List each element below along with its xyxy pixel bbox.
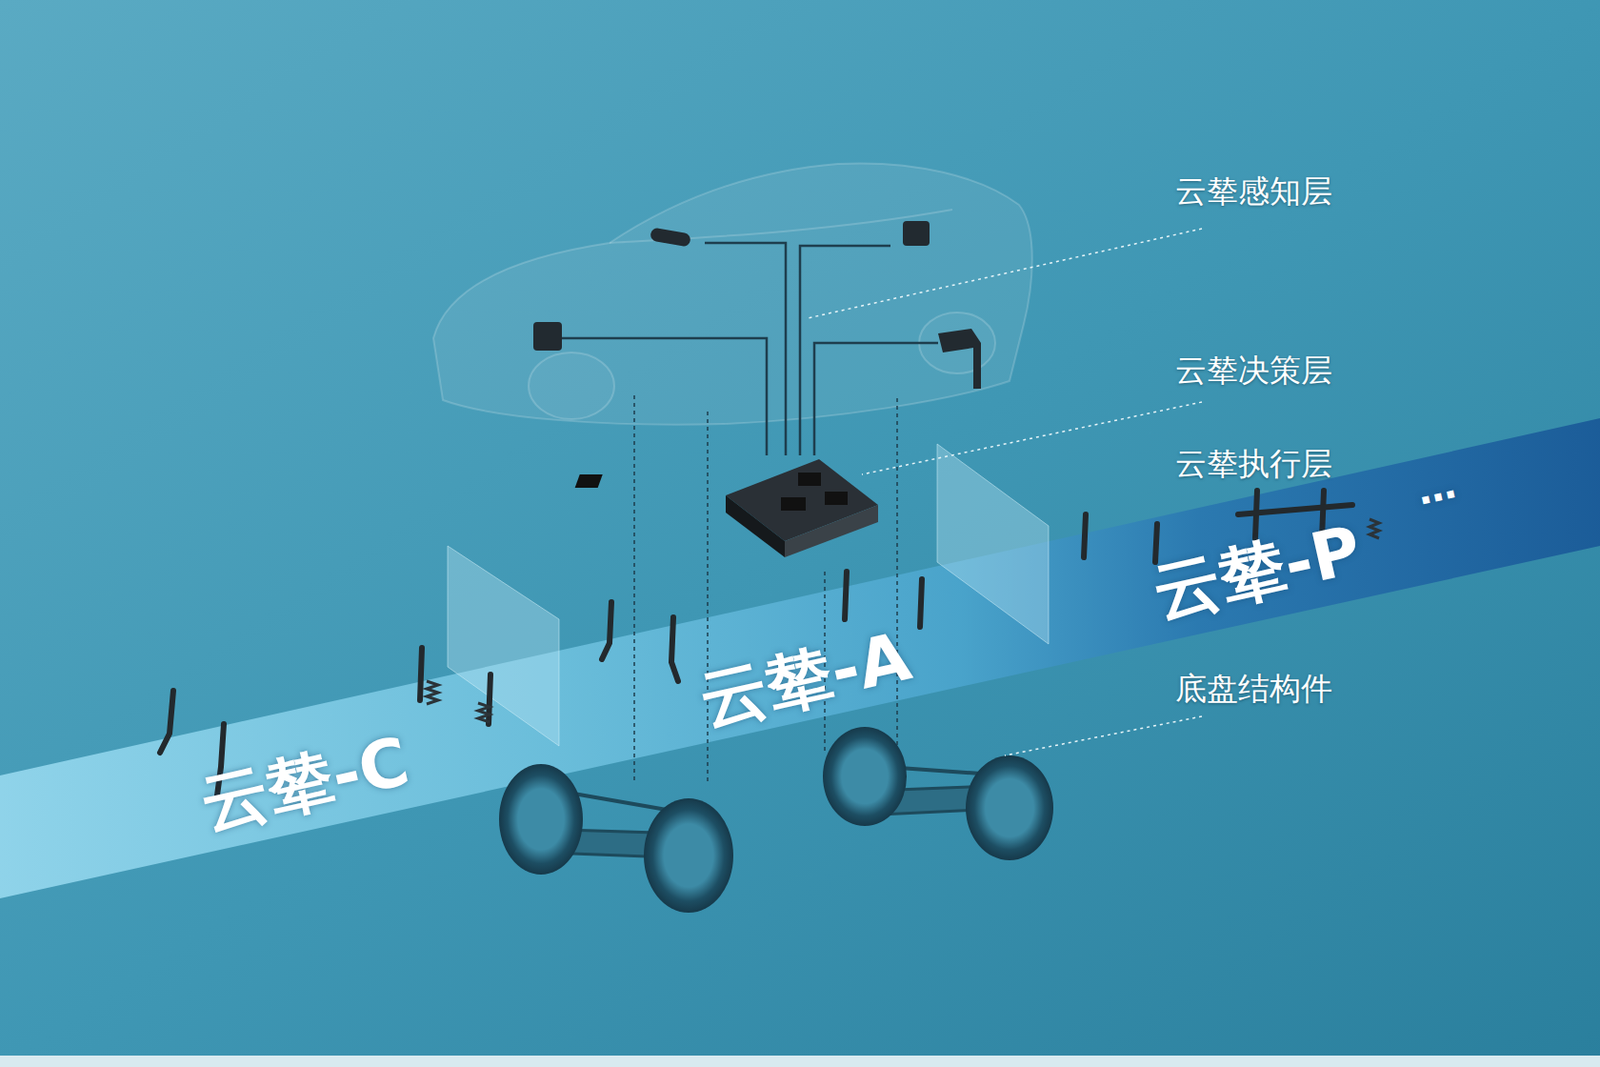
layer-label: 云辇决策层 — [1175, 353, 1333, 388]
platform-band — [0, 418, 1600, 899]
sensor — [533, 220, 981, 389]
bottom-strip — [0, 1055, 1600, 1067]
controller-unit — [575, 459, 879, 558]
car-silhouette — [433, 162, 1033, 424]
section-divider — [447, 443, 1049, 746]
chassis-assembly — [499, 726, 1054, 913]
layer-label: 云辇感知层 — [1175, 174, 1333, 209]
sensor-wiring — [561, 242, 939, 456]
layer-label: 云辇执行层 — [1175, 446, 1333, 481]
layer-label: 底盘结构件 — [1175, 671, 1333, 706]
